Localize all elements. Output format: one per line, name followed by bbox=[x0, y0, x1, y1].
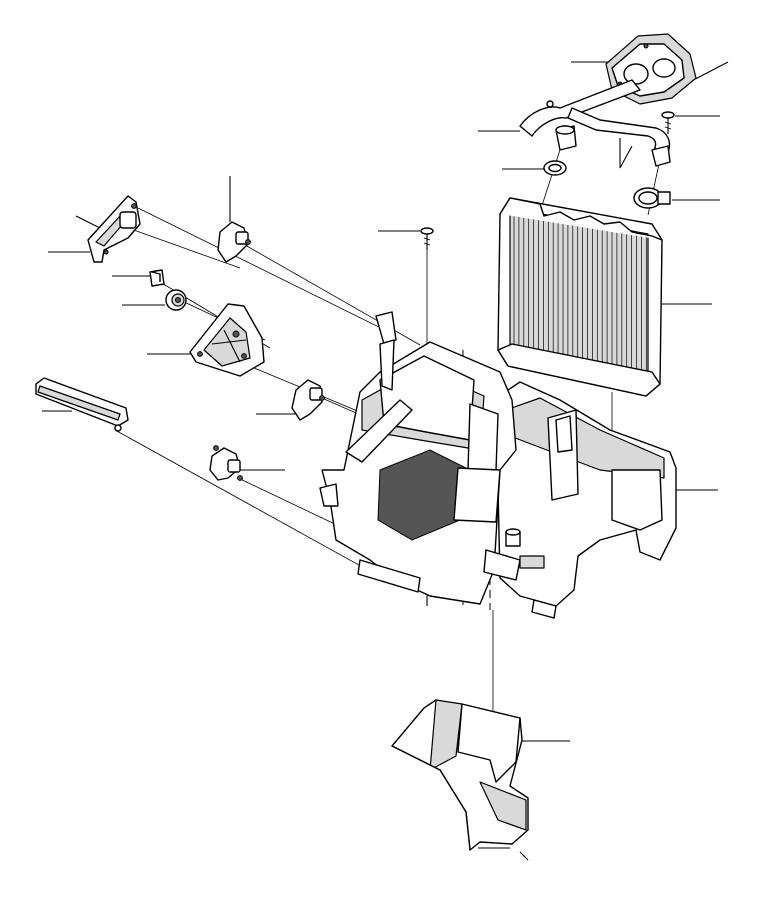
actuator-motor-upper bbox=[217, 221, 251, 263]
align-plate-to-housing bbox=[234, 359, 361, 413]
leader-pipe-bend bbox=[619, 138, 633, 169]
o-ring bbox=[543, 160, 567, 176]
clip bbox=[149, 269, 165, 287]
align-arm-to-motor bbox=[127, 227, 241, 269]
actuator-arm bbox=[87, 195, 141, 263]
hose-clamp bbox=[633, 187, 671, 209]
air-duct bbox=[391, 699, 529, 861]
actuator-motor-lower bbox=[209, 445, 243, 481]
heater-housing bbox=[319, 311, 677, 619]
heater-core bbox=[497, 197, 663, 397]
screw-top-right bbox=[661, 111, 675, 134]
align-slide-rod bbox=[114, 429, 396, 586]
heater-core-fins bbox=[513, 210, 647, 379]
screw-center bbox=[420, 227, 434, 250]
bushing bbox=[165, 289, 187, 311]
lever-plate bbox=[189, 303, 265, 377]
heater-pipes bbox=[519, 79, 671, 167]
actuator-motor-middle bbox=[291, 379, 325, 421]
slide-rod bbox=[35, 377, 129, 432]
align-arm-to-housing bbox=[137, 207, 396, 336]
